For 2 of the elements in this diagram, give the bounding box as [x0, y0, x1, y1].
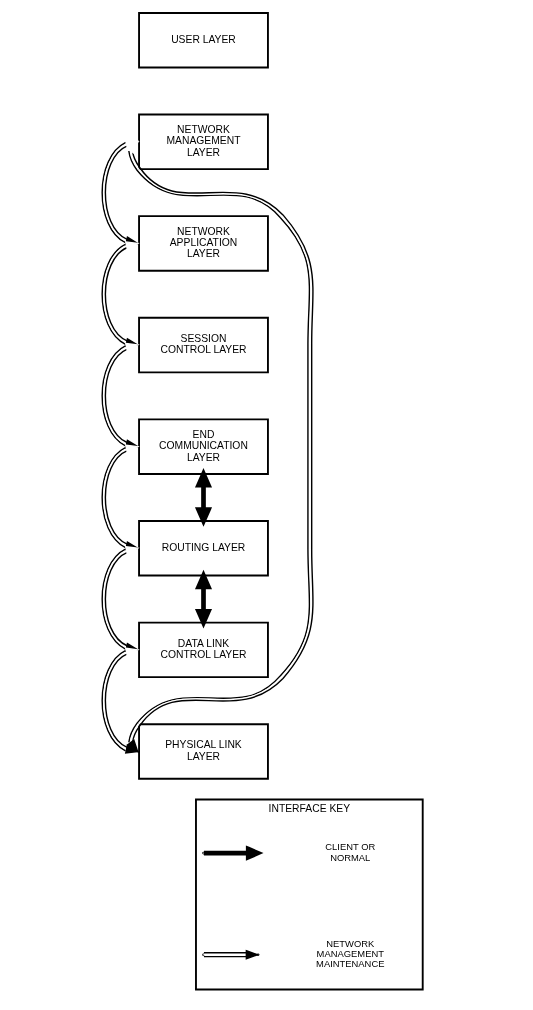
legend-label: NETWORK MANAGEMENT MAINTENANCE: [315, 937, 384, 970]
legend-label: CLIENT OR NORMAL: [324, 841, 375, 863]
